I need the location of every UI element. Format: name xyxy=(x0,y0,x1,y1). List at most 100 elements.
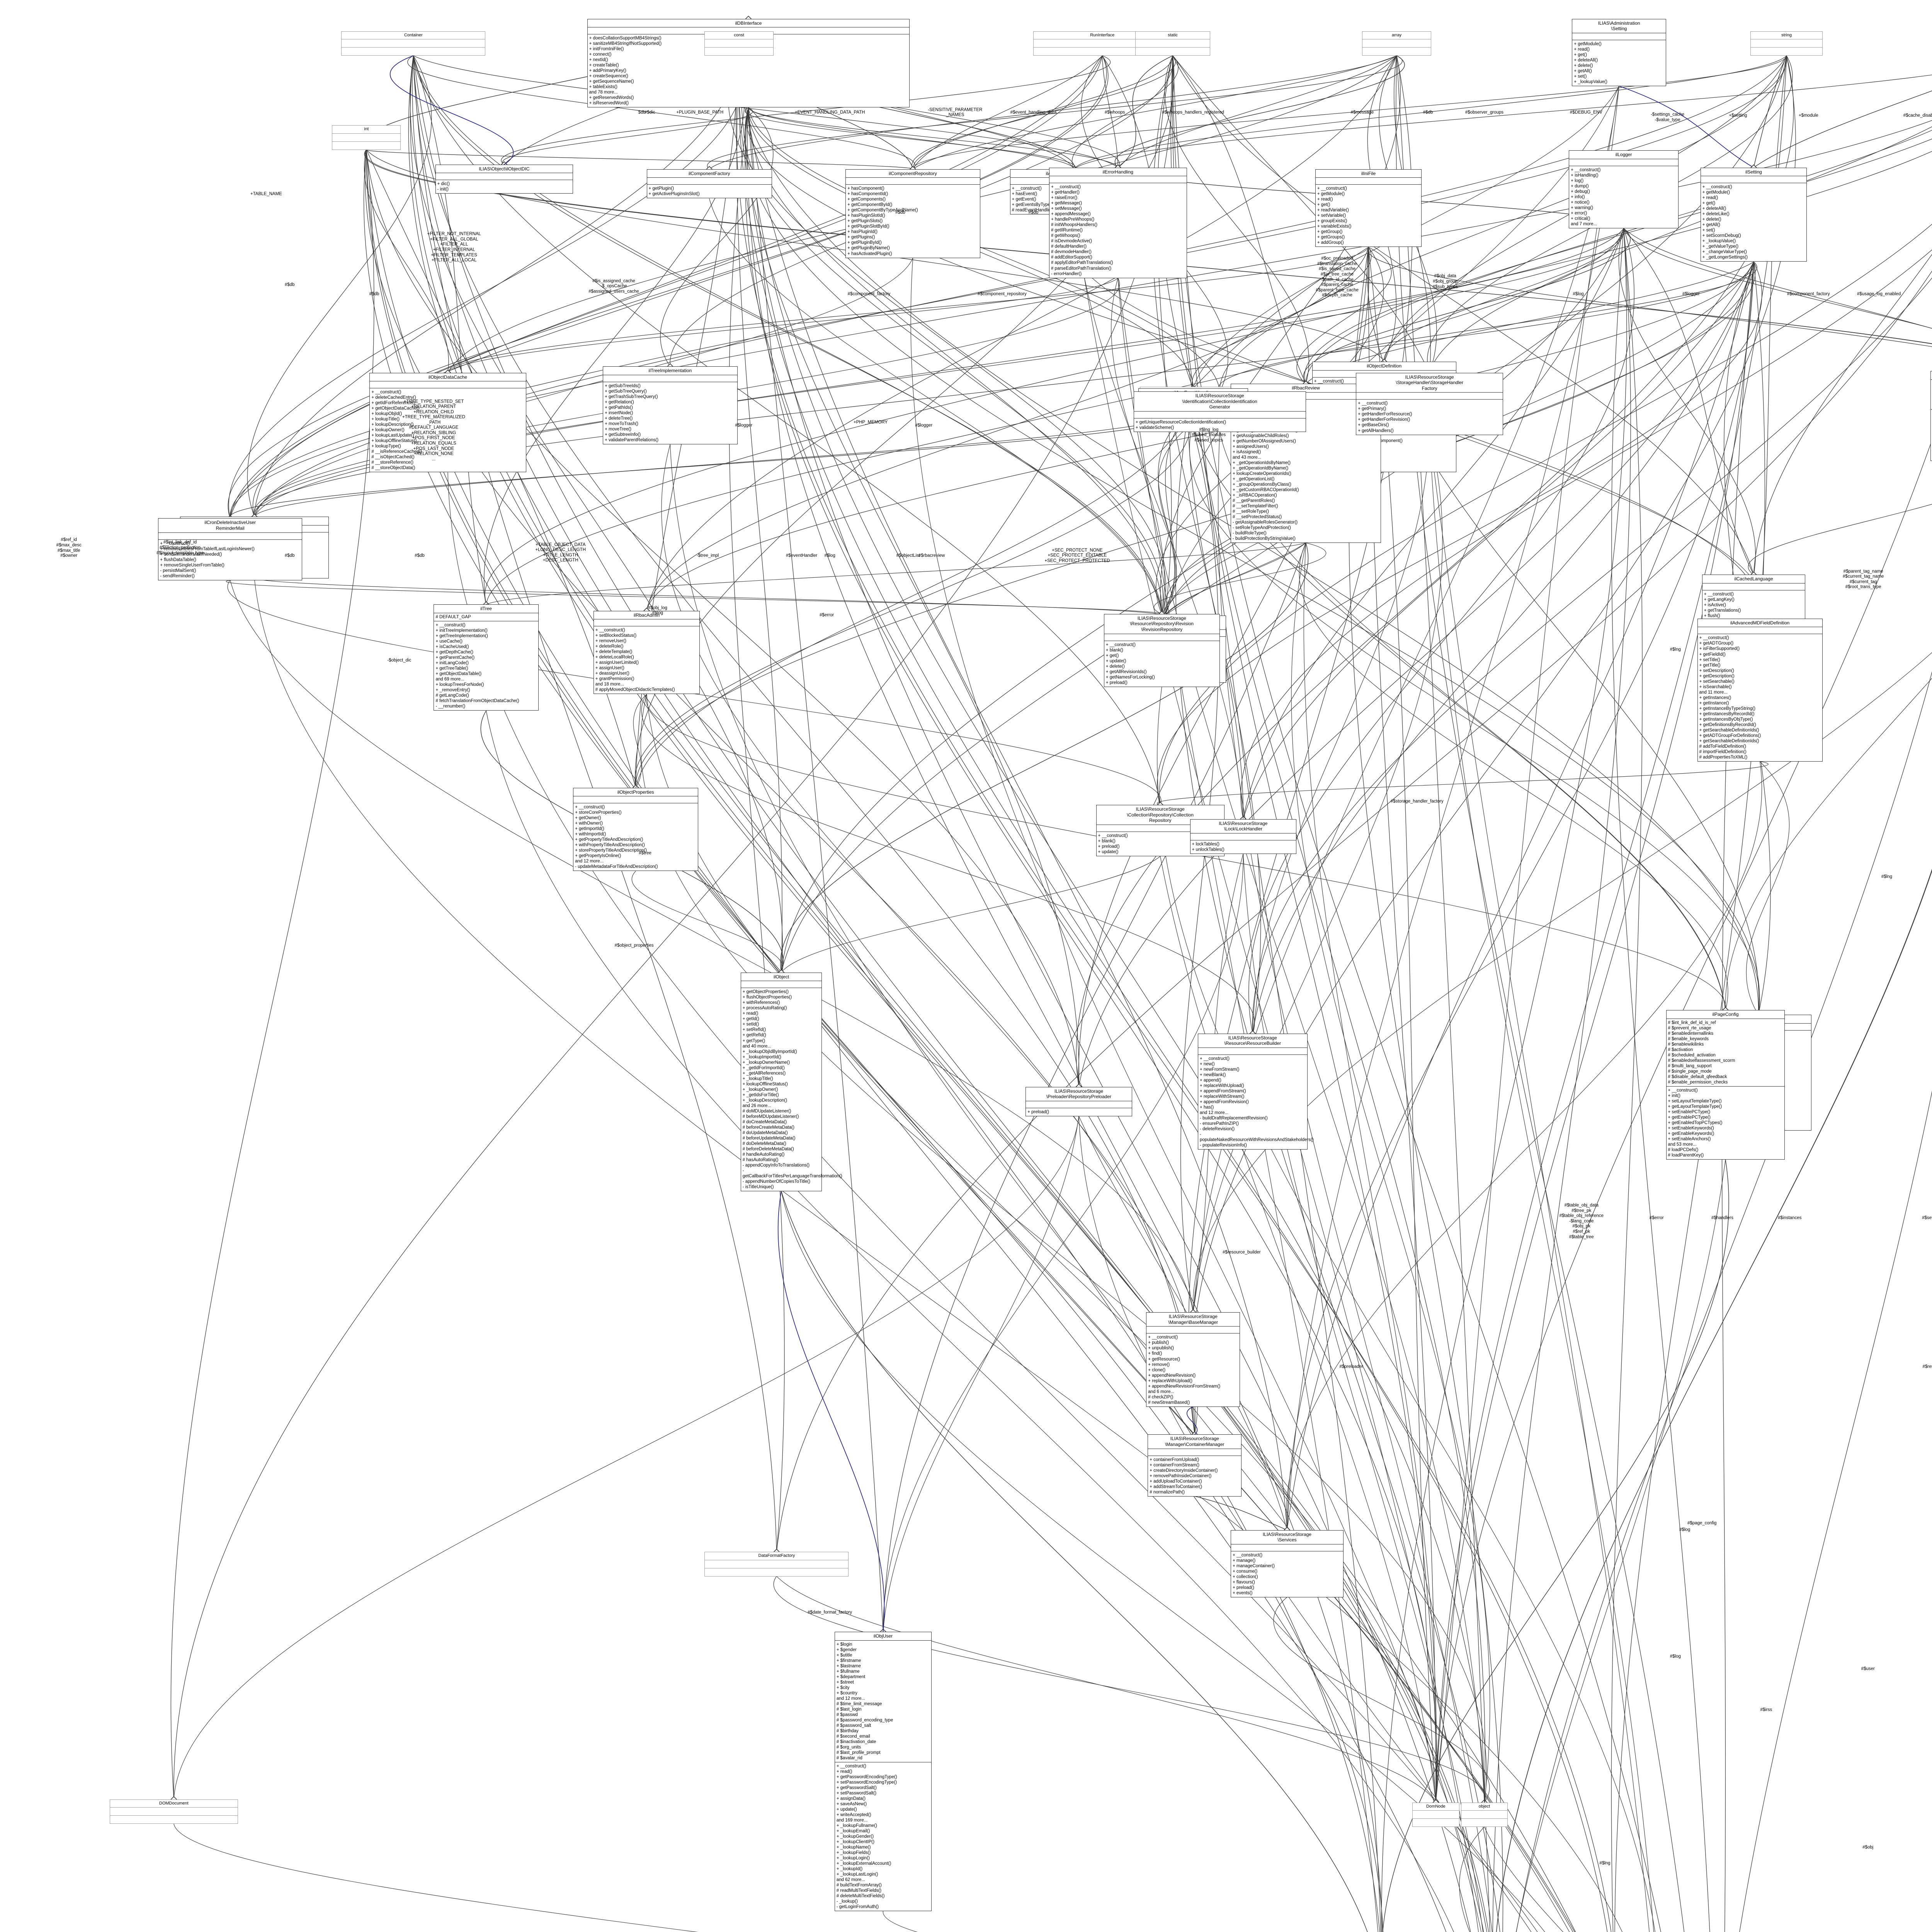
class-operation-row: + _getIdForImportId() xyxy=(742,1065,785,1070)
uml-class-ILIAS_ResourceStorage_Manager_BaseManager[interactable]: ILIAS\ResourceStorage \Manager\BaseManag… xyxy=(1146,1312,1240,1407)
uml-class-ilObjectProperties[interactable]: ilObjectProperties+ __construct()+ store… xyxy=(573,787,699,871)
class-operation-row: + __construct() xyxy=(371,390,401,395)
uml-class-ilAdvancedMDFieldDefinition[interactable]: ilAdvancedMDFieldDefinition+ __construct… xyxy=(1697,618,1823,762)
uml-class-ILIAS[interactable]: ILIAS+ $account+ $ini+ $ini_ilias+ $db+ … xyxy=(1930,371,1932,461)
class-attribute-row: # $scheduled_activation xyxy=(1668,1053,1716,1058)
uml-class-ILIAS_ResourceStorage_StorageHandler_StorageHandlerFactory[interactable]: ILIAS\ResourceStorage \StorageHandler\St… xyxy=(1356,372,1503,435)
uml-class-ilTreeImplementation[interactable]: ilTreeImplementation+ getSubTreeIds()+ g… xyxy=(603,366,738,445)
class-operation-row: + new() xyxy=(1199,1062,1215,1067)
uml-class-DomNode[interactable]: DomNode xyxy=(1412,1802,1459,1827)
class-operations: + dic()- init() xyxy=(436,180,573,193)
edge-label-5: +PLUGIN_BASE_PATH xyxy=(676,110,724,115)
uml-class-ilObjUser[interactable]: ilObjUser+ $login+ $gender+ $utitle+ $fi… xyxy=(834,1631,932,1912)
uml-class-ilPageConfig[interactable]: ilPageConfig# $int_link_def_id_is_ref# $… xyxy=(1666,1010,1785,1160)
class-operation-row: + find() xyxy=(1148,1351,1162,1356)
association-edge xyxy=(1396,56,1685,1932)
uml-class-ilRbacAdmin[interactable]: ilRbacAdmin+ __construct()+ setBlockedSt… xyxy=(593,611,700,694)
class-operation-row: + __construct() xyxy=(1012,186,1042,191)
class-operation-row: - buildDraftReplacementRevision() xyxy=(1199,1116,1268,1121)
class-operation-row: + _getLongerSettings() xyxy=(1702,255,1748,260)
uml-class-ilSetting[interactable]: ilSetting+ __construct()+ getModule()+ r… xyxy=(1700,167,1807,262)
uml-class-int[interactable]: int xyxy=(332,125,401,150)
class-operation-row: + deleteRole() xyxy=(595,644,624,649)
uml-class-ILIAS_Administration_Setting[interactable]: ILIAS\Administration \Setting+ getModule… xyxy=(1572,19,1666,86)
uml-class-ILIAS_ResourceStorage_Preloader_RepositoryPreloader[interactable]: ILIAS\ResourceStorage \Preloader\Reposit… xyxy=(1026,1087,1132,1116)
uml-class-DataFormatFactory[interactable]: DataFormatFactory xyxy=(704,1552,849,1577)
class-title: ilComponentFactory xyxy=(647,170,772,178)
uml-class-ilErrorHandling[interactable]: ilErrorHandling+ __construct()+ getHandl… xyxy=(1049,167,1187,278)
class-attribute-row: and 12 more... xyxy=(836,1696,865,1701)
uml-class-ILIAS_ResourceStorage_Resource_ResourceBuilder[interactable]: ILIAS\ResourceStorage \Resource\Resource… xyxy=(1197,1033,1314,1150)
uml-class-ILIAS_ResourceStorage_LockHandler[interactable]: ILIAS\ResourceStorage \Lock\LockHandler+… xyxy=(1190,819,1297,854)
class-operation-row: + lookupTreesForNode() xyxy=(435,682,484,687)
uml-class-ilTree[interactable]: ilTree# DEFAULT_GAP+ __construct()+ init… xyxy=(434,604,539,711)
class-operation-row: + isCacheUsed() xyxy=(435,645,469,650)
association-edge xyxy=(1748,504,1932,575)
edge-label-27: #$component_factory xyxy=(1787,292,1830,297)
class-operation-row: + _groupOperationsByClass() xyxy=(1233,482,1291,487)
association-edge xyxy=(1291,543,1490,1803)
class-attribute-row: # $password_encoding_type xyxy=(836,1718,893,1723)
uml-class-Container[interactable]: Container xyxy=(341,31,486,56)
association-edge xyxy=(1158,411,1189,614)
class-operation-row: + error() xyxy=(1571,211,1587,216)
association-edge xyxy=(1435,56,1787,1803)
class-operation-row: + getAll() xyxy=(1702,223,1721,228)
association-edge xyxy=(1299,543,1728,1010)
uml-class-ilIniFile[interactable]: ilIniFile+ __construct()+ getModule()+ r… xyxy=(1315,169,1422,247)
class-operation-row: + _changeValueType() xyxy=(1702,250,1747,255)
uml-class-ilCronDeleteInactiveUserReminderMail[interactable]: ilCronDeleteInactiveUser ReminderMail+ _… xyxy=(158,518,303,580)
edge-label-47: #$db xyxy=(284,553,295,558)
uml-class-ILIAS_ResourceStorage_Identification_CollectionIdentificationGenerator[interactable]: ILIAS\ResourceStorage \Identification\Co… xyxy=(1133,391,1306,432)
class-operation-row: + hasComponentId() xyxy=(847,192,888,197)
edge-label-50: #$db xyxy=(415,553,425,558)
uml-class-ilObject[interactable]: ilObject+ getObjectProperties()+ flushOb… xyxy=(740,972,842,1191)
class-operation-row: + setEnableAnchors() xyxy=(1668,1136,1711,1141)
class-operation-row: + getLangKey() xyxy=(1704,597,1735,602)
class-operation-row: + unlockTables() xyxy=(1192,847,1225,852)
class-operation-row: + lookupTitle() xyxy=(371,417,400,422)
association-edge xyxy=(1218,262,1757,392)
class-operation-row: - errorHandler() xyxy=(1051,271,1082,276)
class-title: ilTreeImplementation xyxy=(603,367,737,375)
class-operation-row: + setId() xyxy=(742,1022,759,1027)
class-operation-row: + getEnablePCType() xyxy=(1668,1115,1711,1120)
uml-class-ilObjectDataCache[interactable]: ilObjectDataCache+ __construct()+ delete… xyxy=(369,372,526,473)
class-attribute-row: + $login xyxy=(836,1642,852,1647)
class-operation-row: + deleteTree() xyxy=(605,416,633,421)
uml-class-static[interactable]: static xyxy=(1135,31,1211,56)
uml-class-string[interactable]: string xyxy=(1750,31,1823,56)
class-operation-row: + appendNewRevisionFromStream() xyxy=(1148,1384,1221,1389)
class-title: ilRbacReview xyxy=(1231,384,1381,393)
class-operation-row: + getAllRevisionIds() xyxy=(1105,669,1147,674)
class-attributes xyxy=(1315,178,1422,185)
uml-class-const[interactable]: const xyxy=(704,31,774,56)
association-edge xyxy=(1193,652,1932,1313)
class-operation-row: + get() xyxy=(1317,202,1330,207)
class-operation-row: + getAll() xyxy=(1574,68,1592,73)
uml-class-object[interactable]: object xyxy=(1461,1802,1508,1827)
uml-class-ILIAS_ResourceStorage_Resource_Repository[interactable]: ILIAS\ResourceStorage \Resource\Reposito… xyxy=(1104,614,1220,687)
class-title: ilCachedLanguage xyxy=(1702,575,1805,583)
uml-class-array[interactable]: array xyxy=(1362,31,1431,56)
association-edge xyxy=(781,856,1161,973)
class-title: ilAdvancedMDFieldDefinition xyxy=(1697,619,1822,628)
class-operations xyxy=(110,1816,238,1823)
class-operation-row: + get() xyxy=(1702,201,1716,206)
edge-label-10: #$whoops_handlers_registered xyxy=(1162,110,1225,115)
class-operation-row: + delete() xyxy=(1574,63,1593,68)
class-operation-row: + getParentCache() xyxy=(435,655,475,660)
class-operation-row: + getLayoutTemplateType() xyxy=(1668,1104,1722,1109)
uml-class-ILIAS_ResourceStorage_Manager_ContainerManager[interactable]: ILIAS\ResourceStorage \Manager\Container… xyxy=(1148,1434,1242,1497)
uml-class-ILIAS_ResourceStorage_Services[interactable]: ILIAS\ResourceStorage \Services+ __const… xyxy=(1231,1530,1344,1597)
uml-class-ilComponentRepository[interactable]: ilComponentRepository+ hasComponent()+ h… xyxy=(845,169,980,258)
class-title: DataFormatFactory xyxy=(705,1552,849,1560)
class-attributes xyxy=(647,178,772,185)
class-operation-row: + groupExists() xyxy=(1317,219,1347,224)
uml-class-ILIAS_Object_ilObjectDIC[interactable]: ILIAS\Object\ilObjectDIC+ dic()- init() xyxy=(435,164,573,194)
class-operation-row: + _getAllReferences() xyxy=(742,1071,786,1076)
uml-class-DOMDocument[interactable]: DOMDocument xyxy=(109,1799,238,1824)
uml-class-ilComponentFactory[interactable]: ilComponentFactory+ getPlugin()+ getActi… xyxy=(646,169,772,199)
class-operation-row: + setTitle() xyxy=(1699,657,1720,662)
uml-class-ilLogger[interactable]: ilLogger+ __construct()+ isHandling()+ l… xyxy=(1569,150,1679,228)
